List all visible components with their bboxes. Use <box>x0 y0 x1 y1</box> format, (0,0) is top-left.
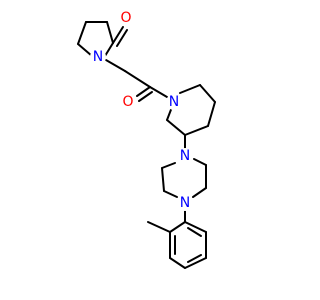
atom-label: O <box>122 94 133 110</box>
bond <box>169 221 186 233</box>
oxygen-atom-label: O <box>118 10 134 26</box>
bond <box>116 29 128 47</box>
nitrogen-atom-label: N <box>177 195 193 211</box>
bond <box>199 84 216 103</box>
atom-label: N <box>169 94 179 110</box>
atom-label: N <box>180 195 190 211</box>
bond <box>187 254 202 263</box>
atom-label: O <box>120 10 131 26</box>
bond <box>77 21 87 45</box>
bond <box>163 190 178 198</box>
bond <box>184 125 209 136</box>
structure-diagram: O N O N N N <box>77 10 216 269</box>
bond <box>184 257 207 269</box>
bond <box>161 162 176 169</box>
nitrogen-atom-label: N <box>90 49 106 65</box>
bond <box>124 70 151 88</box>
oxygen-atom-label: O <box>120 94 136 110</box>
atom-label: N <box>180 148 190 164</box>
bond <box>106 21 114 44</box>
bond <box>136 86 151 97</box>
nitrogen-atom-label: N <box>177 148 193 164</box>
bond <box>112 26 124 44</box>
bond <box>161 167 165 192</box>
bond <box>149 86 168 98</box>
bond <box>104 42 114 57</box>
bond <box>184 221 207 233</box>
bond <box>147 221 171 233</box>
bond <box>193 158 207 166</box>
atom-label: N <box>93 49 103 65</box>
bond <box>179 84 201 94</box>
bond <box>138 91 153 102</box>
bond <box>77 43 93 57</box>
bond <box>169 257 186 269</box>
molecule-svg: O N O N N N <box>77 10 216 269</box>
bond <box>192 187 207 198</box>
bond <box>105 59 126 72</box>
bond <box>207 101 216 127</box>
bond <box>187 227 202 237</box>
bond <box>166 119 186 136</box>
nitrogen-atom-label: N <box>166 94 182 110</box>
